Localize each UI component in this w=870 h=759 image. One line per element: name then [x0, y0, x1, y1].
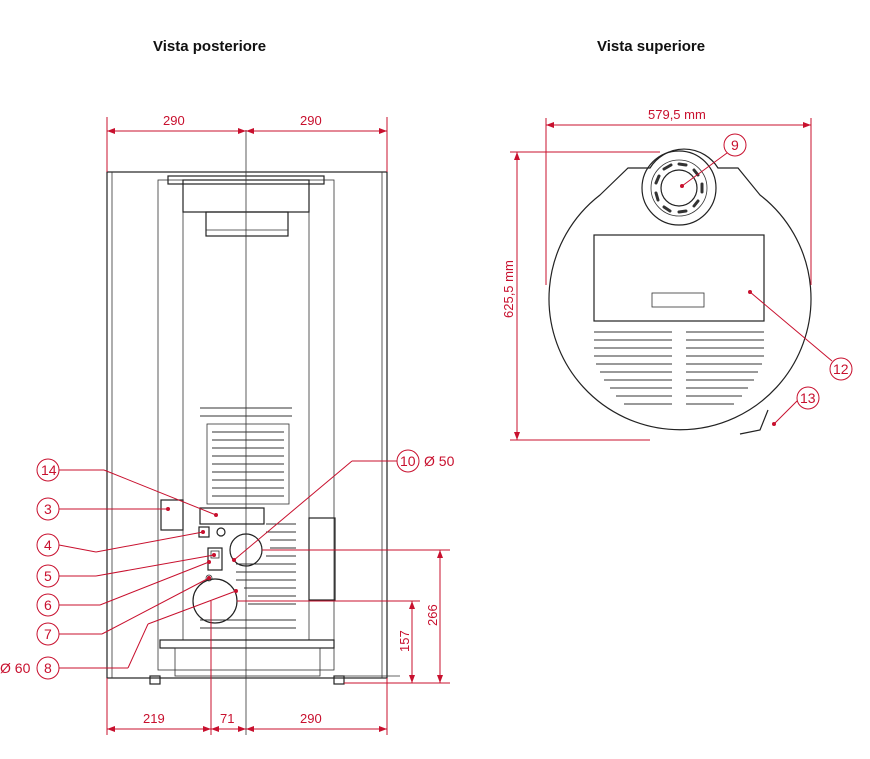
- callout-4: 4: [36, 530, 205, 557]
- svg-text:12: 12: [833, 361, 849, 377]
- dim-top-right: 290: [300, 113, 322, 128]
- top-view-title: Vista superiore: [597, 38, 706, 55]
- dim-bottom-right: 290: [300, 711, 322, 726]
- svg-text:10: 10: [400, 453, 416, 469]
- svg-text:13: 13: [800, 390, 816, 406]
- callout-13: 13: [772, 386, 820, 426]
- callout-6: 6: [36, 560, 211, 617]
- rear-view-drawing: [106, 117, 450, 735]
- dim-top-left: 290: [163, 113, 185, 128]
- diameter-50-label: Ø 50: [424, 453, 455, 469]
- callout-12: 12: [748, 290, 853, 381]
- callout-3: 3: [36, 497, 170, 521]
- svg-text:14: 14: [41, 462, 57, 478]
- rear-view-title: Vista posteriore: [153, 38, 267, 55]
- callout-14: 14: [36, 458, 218, 517]
- callout-9: 9: [680, 133, 747, 188]
- callout-10: 10 Ø 50: [232, 449, 455, 562]
- callout-5: 5: [36, 553, 216, 588]
- svg-text:6: 6: [44, 597, 52, 613]
- diameter-60-label: Ø 60: [0, 660, 31, 676]
- svg-text:4: 4: [44, 537, 52, 553]
- component-5: [207, 547, 223, 571]
- svg-text:9: 9: [731, 137, 739, 153]
- dim-top-width: 579,5 mm: [648, 107, 706, 122]
- callout-8: Ø 60 8: [0, 589, 238, 680]
- svg-text:7: 7: [44, 626, 52, 642]
- pipe-8: [192, 578, 238, 624]
- rear-grille: [200, 407, 296, 629]
- svg-text:5: 5: [44, 568, 52, 584]
- dim-bottom-left: 219: [143, 711, 165, 726]
- top-view-drawing: [510, 118, 812, 441]
- panel-14: [199, 507, 265, 525]
- dim-height-high: 266: [425, 604, 440, 626]
- svg-text:3: 3: [44, 501, 52, 517]
- dim-top-depth: 625,5 mm: [501, 260, 516, 318]
- svg-text:8: 8: [44, 660, 52, 676]
- component-3: [160, 499, 184, 531]
- callout-7: 7: [36, 576, 211, 646]
- dim-bottom-mid: 71: [220, 711, 234, 726]
- component-4: [198, 526, 210, 538]
- dim-height-low: 157: [397, 630, 412, 652]
